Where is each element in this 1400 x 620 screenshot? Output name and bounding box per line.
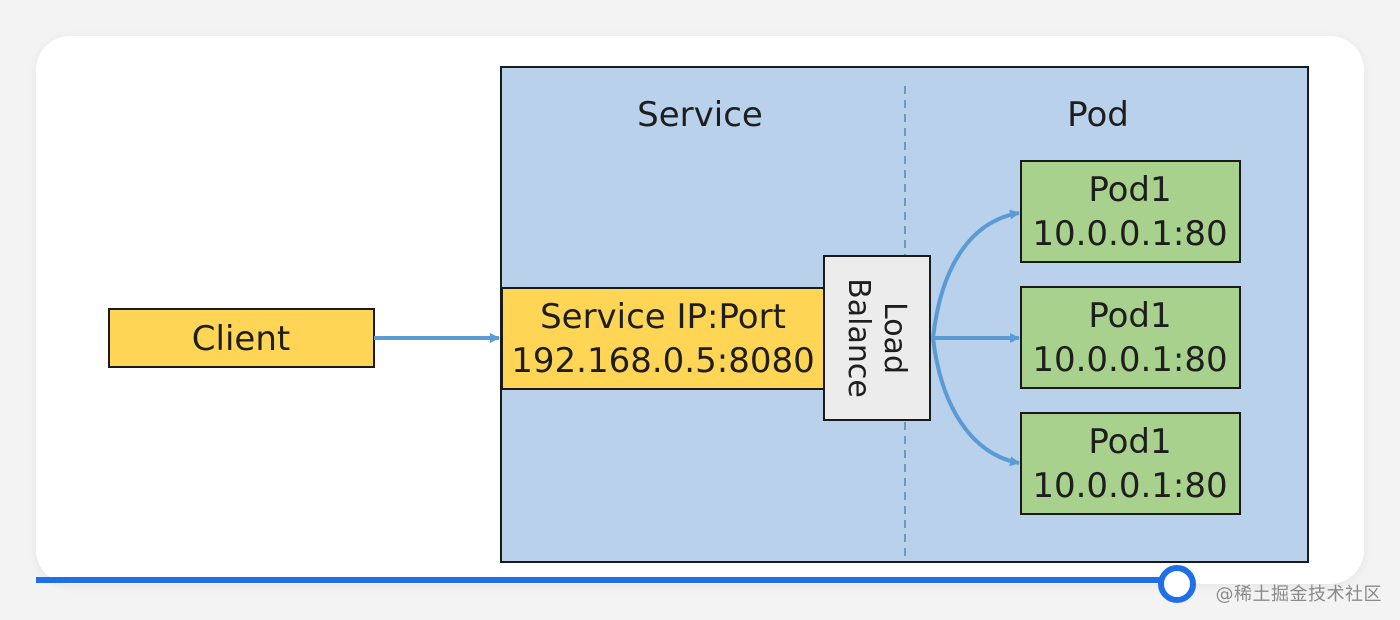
service-pod-diagram: Service Pod Client Service IP:Port 192.1…: [108, 66, 1309, 563]
service-title: Service: [637, 95, 763, 135]
pod-name: Pod1: [1088, 422, 1171, 462]
load-balance-line2: Balance: [841, 278, 876, 398]
pod-title: Pod: [1067, 95, 1129, 135]
client-label: Client: [192, 319, 290, 359]
client-box: [108, 308, 375, 368]
pod-address: 10.0.0.1:80: [1032, 466, 1227, 506]
pod-box: Pod1 10.0.0.1:80: [1020, 286, 1241, 389]
load-balance-box: [823, 255, 931, 421]
pod-name: Pod1: [1088, 170, 1171, 210]
service-ip-label: Service IP:Port: [540, 297, 786, 337]
watermark: @稀土掘金技术社区: [1215, 584, 1382, 605]
pod-box: Pod1 10.0.0.1:80: [1020, 160, 1241, 263]
pod-name: Pod1: [1088, 296, 1171, 336]
arrow-to-pod-1: [931, 209, 1020, 339]
pod-box: Pod1 10.0.0.1:80: [1020, 412, 1241, 515]
video-progress-bar[interactable]: [36, 577, 1176, 583]
service-ip-address: 192.168.0.5:8080: [511, 341, 814, 381]
arrow-to-pod-3: [931, 337, 1020, 467]
load-balance-text: Load Balance: [841, 278, 912, 398]
pod-address: 10.0.0.1:80: [1032, 214, 1227, 254]
load-balance-line1: Load: [877, 302, 912, 374]
progress-scrubber-handle[interactable]: [1158, 565, 1196, 603]
slide-card: Service Pod Client Service IP:Port 192.1…: [36, 36, 1364, 584]
pod-address: 10.0.0.1:80: [1032, 340, 1227, 380]
